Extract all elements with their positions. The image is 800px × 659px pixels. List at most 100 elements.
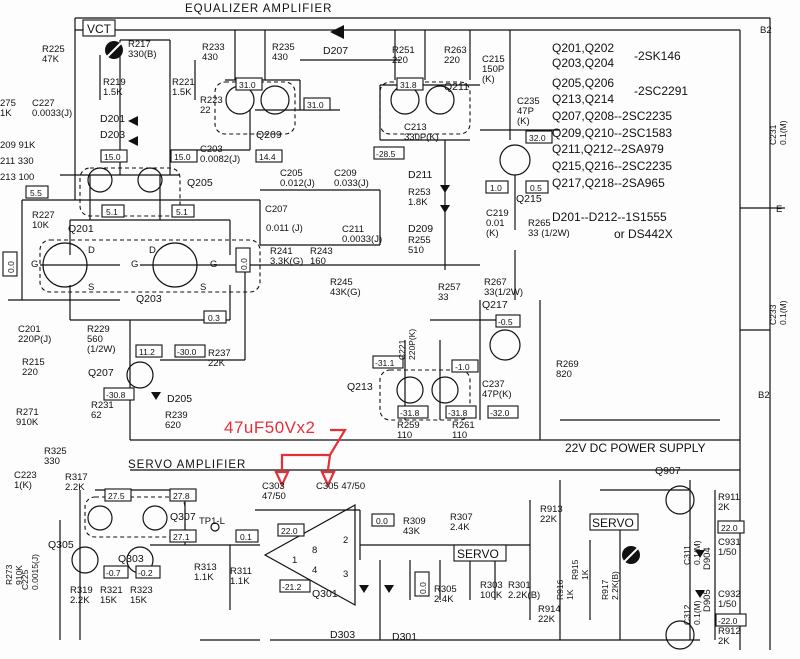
r273-label: R273910K [4,564,24,585]
servo-box [453,544,507,562]
voltage: -30.8 [106,390,126,400]
q301-label: Q301 [312,588,338,600]
servo-label-2: SERVO [592,516,634,530]
q307-label: Q307 [170,511,196,523]
opamp-pin-1: 1 [292,555,297,566]
opamp-pin-4: 4 [312,565,317,576]
opamp-pin-3: 3 [343,569,348,580]
test-point-marker [210,522,220,532]
supply-title: 22V DC POWER SUPPLY [565,441,705,455]
r916-label: R9161K [555,579,575,600]
q203-label: Q203 [136,293,162,305]
voltage: -28.5 [376,149,396,159]
trimmer-knob-servo[interactable] [622,546,640,564]
voltage: 27.5 [108,491,125,501]
voltage: 31.0 [239,80,256,90]
rail-e: E [776,204,782,215]
voltage: 0.0 [376,516,388,526]
legend-line: Q215,Q216--2SC2235 [552,159,672,173]
d904-label: D904 [702,547,713,570]
drain-label: D [88,245,95,256]
q207-label: Q207 [88,367,114,379]
voltage: 5.1 [106,207,118,217]
voltage: 22.0 [281,526,298,536]
voltage: -31.1 [375,358,395,368]
d207-label: D207 [323,45,348,57]
q209-label: Q209 [256,129,282,141]
vertical-resistor-labels: R9151K R9161K R9172.2K(B) R273910K [4,559,620,600]
voltage: 31.0 [307,100,324,110]
voltage: -30.0 [177,347,197,357]
q907-label: Q907 [655,465,681,477]
voltage: -21.2 [282,582,302,592]
voltage: -22.0 [718,616,738,626]
d905-label: D905 [702,589,713,612]
legend-line: Q217,Q218--2SA965 [552,176,665,190]
opamp-pin-8: 8 [312,545,317,556]
legend-line: D201--D212--1S1555 [552,210,667,224]
c225-label: C2250.0015(J) [20,554,40,590]
annotation-arrow [274,428,347,488]
tp1-label: TP1-L [199,516,225,527]
voltage: 31.8 [400,80,417,90]
voltage: -1.0 [455,362,470,372]
diode-symbols [128,25,705,598]
q213-label: Q213 [347,381,373,393]
voltage: -32.0 [490,408,510,418]
rail-b2-mid: B2 [758,390,770,401]
d209-label: D209 [408,223,433,235]
vct-label: VCT [87,22,112,36]
d303-label: D303 [330,629,355,641]
voltage: -0.2 [138,568,153,578]
q215-label: Q215 [516,193,542,205]
trimmer-knob-vct[interactable] [105,41,123,59]
opamp-pin-2: 2 [343,535,348,546]
q201-label: Q201 [68,223,94,235]
voltage: 0.0 [418,582,428,594]
voltage: 0.3 [208,313,220,323]
c231-label: C2310.1(M) [768,120,788,145]
legend-line: Q203,Q204 [552,56,614,70]
voltage: 15.0 [104,152,121,162]
parts-legend: Q201,Q202 Q203,Q204 -2SK146 Q205,Q206 Q2… [552,41,688,241]
r213-label: 213 100 [0,172,34,183]
transistor-labels: Q205 Q201 Q203 Q209 Q211 Q215 Q217 Q213 … [48,81,681,600]
transistor-symbols [42,85,695,650]
vertical-capacitor-labels: C221220P(K) C2250.0015(J) C2310.1(M) C23… [20,120,788,625]
q211-label: Q211 [444,81,469,93]
voltage: -31.8 [400,408,420,418]
voltage: 22.0 [721,523,738,533]
